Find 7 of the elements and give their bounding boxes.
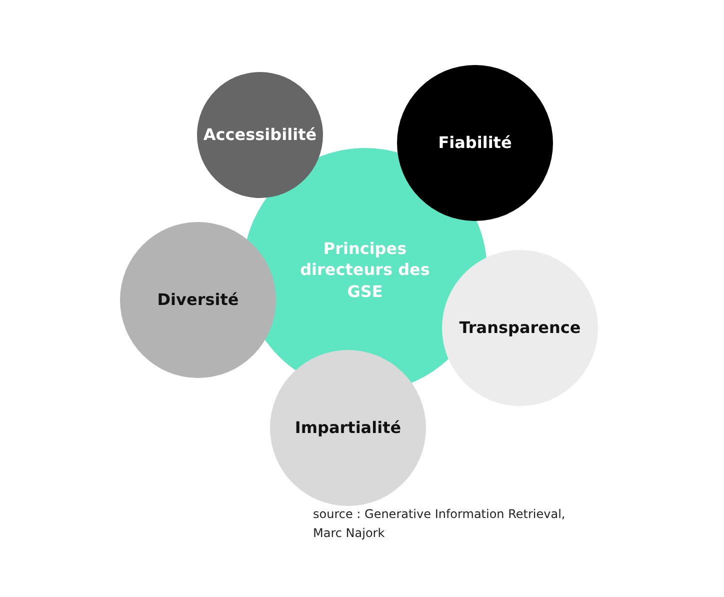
node-label: Impartialité bbox=[294, 417, 402, 439]
node-label: Diversité bbox=[157, 289, 239, 311]
node-label: Fiabilité bbox=[438, 132, 512, 154]
node-label: Transparence bbox=[459, 317, 581, 339]
source-note: source : Generative Information Retrieval, Marc Najork bbox=[313, 506, 566, 542]
node-label: Accessibilité bbox=[203, 124, 317, 146]
node-label: Principes directeurs des GSE bbox=[299, 238, 431, 302]
